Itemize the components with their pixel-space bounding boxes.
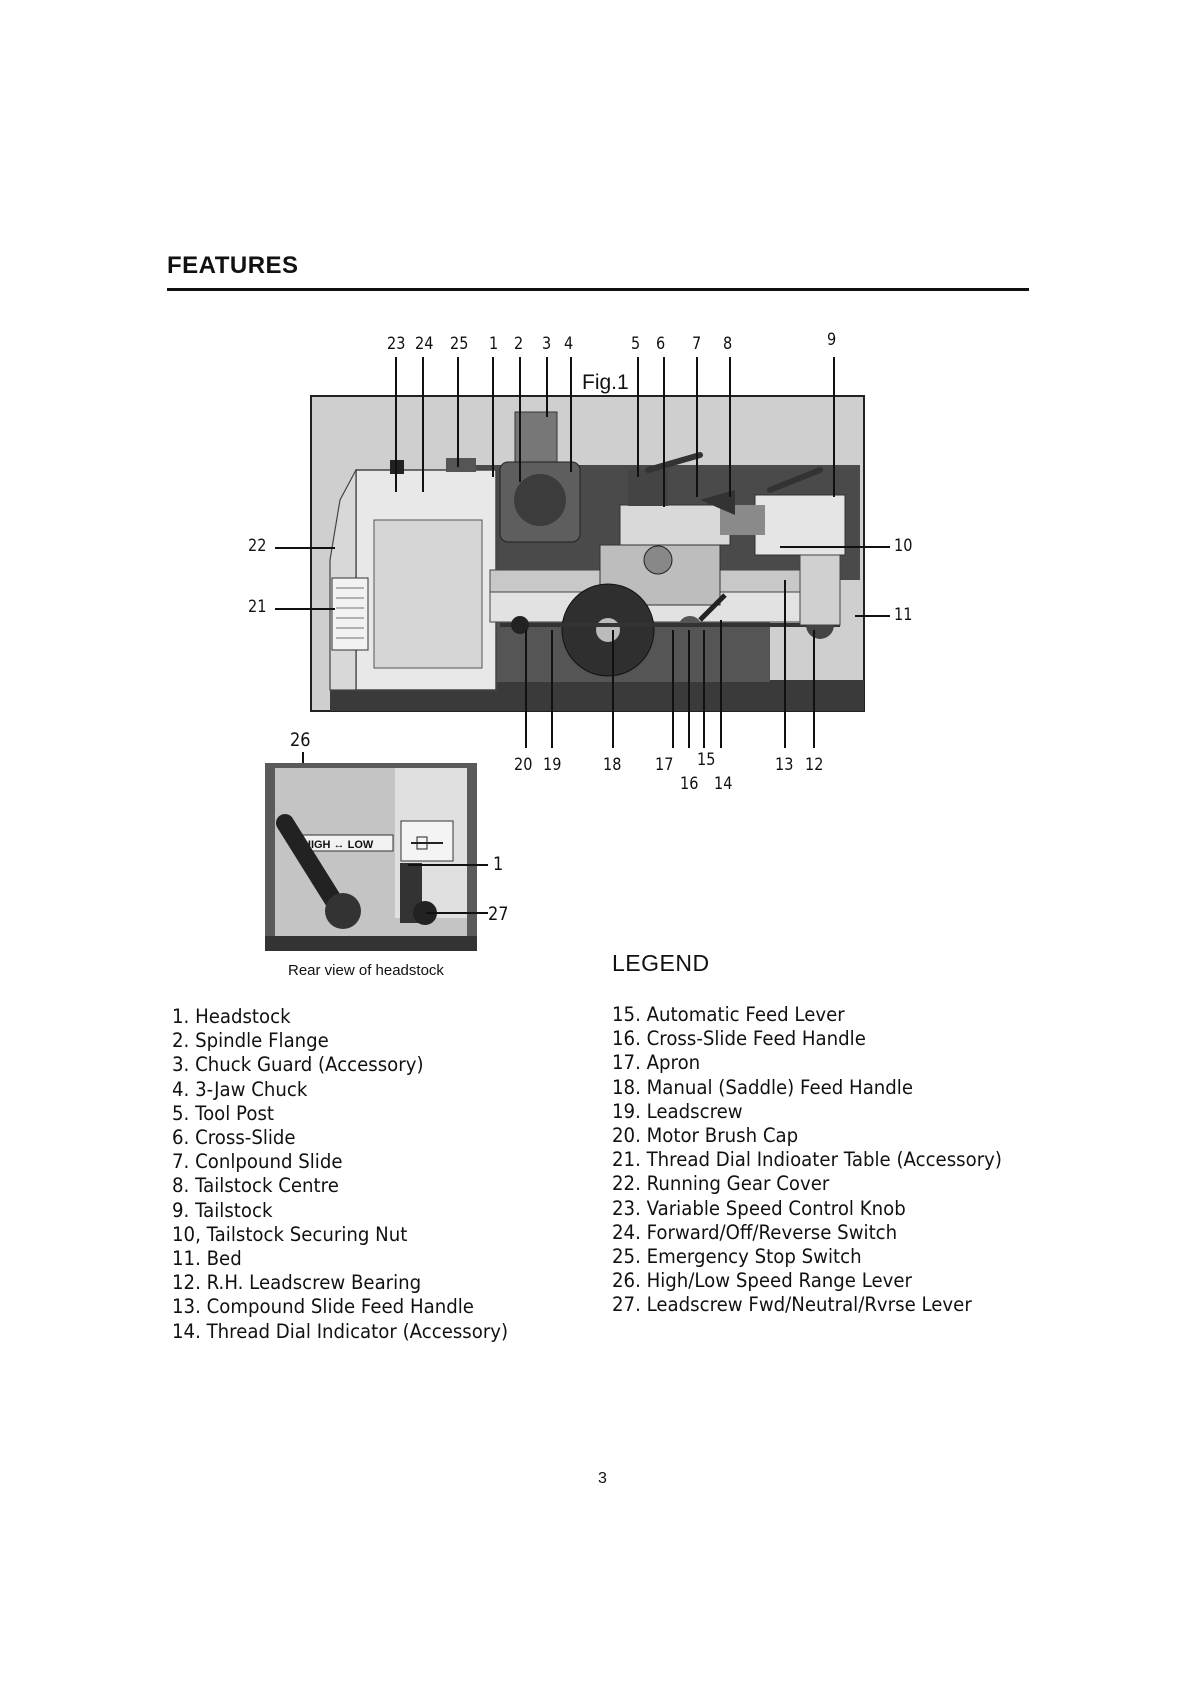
lever-label: HIGH ↔ LOW [303, 839, 374, 851]
inset-callout-26: 26 [290, 729, 311, 751]
leader-9 [833, 357, 835, 497]
leader-21 [275, 608, 335, 610]
list-item: 7. Conlpound Slide [172, 1150, 508, 1174]
leader-12 [813, 630, 815, 748]
callout-23: 23 [387, 334, 405, 354]
leader-11 [855, 615, 890, 617]
leader-16 [688, 630, 690, 748]
list-item: 5. Tool Post [172, 1102, 508, 1126]
callout-18: 18 [603, 755, 621, 775]
callout-10: 10 [894, 536, 912, 556]
legend-title: LEGEND [612, 950, 710, 977]
list-item: 20. Motor Brush Cap [612, 1124, 1002, 1148]
callout-8: 8 [723, 334, 732, 354]
legend-list-left: 1. Headstock 2. Spindle Flange 3. Chuck … [172, 1005, 533, 1344]
leader-13 [784, 580, 786, 748]
leader-25 [457, 357, 459, 467]
list-item: 24. Forward/Off/Reverse Switch [612, 1221, 1002, 1245]
list-item: 9. Tailstock [172, 1199, 508, 1223]
callout-24: 24 [415, 334, 433, 354]
list-item: 23. Variable Speed Control Knob [612, 1197, 1002, 1221]
callout-14: 14 [714, 774, 732, 794]
callout-16: 16 [680, 774, 698, 794]
list-item: 6. Cross-Slide [172, 1126, 508, 1150]
inset-callout-27: 27 [488, 903, 509, 925]
list-item: 13. Compound Slide Feed Handle [172, 1295, 508, 1319]
callout-20: 20 [514, 755, 532, 775]
callout-6: 6 [656, 334, 665, 354]
leader-17 [672, 630, 674, 748]
leader-14 [720, 620, 722, 748]
list-item: 17. Apron [612, 1051, 1002, 1075]
list-item: 4. 3-Jaw Chuck [172, 1078, 508, 1102]
inset-caption: Rear view of headstock [288, 962, 444, 979]
list-item: 16. Cross-Slide Feed Handle [612, 1027, 1002, 1051]
leader-inset-1 [408, 864, 488, 866]
list-item: 21. Thread Dial Indioater Table (Accesso… [612, 1148, 1002, 1172]
leader-10 [780, 546, 890, 548]
list-item: 25. Emergency Stop Switch [612, 1245, 1002, 1269]
leader-4 [570, 357, 572, 472]
callout-17: 17 [655, 755, 673, 775]
list-item: 2. Spindle Flange [172, 1029, 508, 1053]
leader-20 [525, 630, 527, 748]
page-number: 3 [598, 1470, 607, 1488]
callout-1: 1 [489, 334, 498, 354]
leader-inset-27 [426, 912, 488, 914]
list-item: 27. Leadscrew Fwd/Neutral/Rvrse Lever [612, 1293, 1002, 1317]
leader-18 [612, 630, 614, 748]
leader-7 [696, 357, 698, 497]
leader-3 [546, 357, 548, 417]
callout-12: 12 [805, 755, 823, 775]
list-item: 26. High/Low Speed Range Lever [612, 1269, 1002, 1293]
callout-5: 5 [631, 334, 640, 354]
leader-1 [492, 357, 494, 477]
figure-label: Fig.1 [582, 371, 629, 395]
leader-24 [422, 357, 424, 492]
leader-19 [551, 630, 553, 748]
callout-3: 3 [542, 334, 551, 354]
leader-8 [729, 357, 731, 497]
callout-7: 7 [692, 334, 701, 354]
callout-21: 21 [248, 597, 266, 617]
callout-11: 11 [894, 605, 912, 625]
leader-22 [275, 547, 335, 549]
leader-5 [637, 357, 639, 477]
legend-list-right: 15. Automatic Feed Lever 16. Cross-Slide… [612, 1003, 1031, 1318]
rear-view-photo: HIGH ↔ LOW [265, 763, 477, 951]
leader-23 [395, 357, 397, 492]
callout-4: 4 [564, 334, 573, 354]
list-item: 3. Chuck Guard (Accessory) [172, 1053, 508, 1077]
list-item: 14. Thread Dial Indicator (Accessory) [172, 1320, 508, 1344]
list-item: 8. Tailstock Centre [172, 1174, 508, 1198]
list-item: 19. Leadscrew [612, 1100, 1002, 1124]
list-item: 18. Manual (Saddle) Feed Handle [612, 1076, 1002, 1100]
callout-25: 25 [450, 334, 468, 354]
list-item: 11. Bed [172, 1247, 508, 1271]
callout-2: 2 [514, 334, 523, 354]
list-item: 10, Tailstock Securing Nut [172, 1223, 508, 1247]
callout-22: 22 [248, 536, 266, 556]
callout-13: 13 [775, 755, 793, 775]
callout-9: 9 [827, 330, 836, 350]
callout-15: 15 [697, 750, 715, 770]
leader-6 [663, 357, 665, 507]
list-item: 12. R.H. Leadscrew Bearing [172, 1271, 508, 1295]
list-item: 15. Automatic Feed Lever [612, 1003, 1002, 1027]
list-item: 1. Headstock [172, 1005, 508, 1029]
leader-2 [519, 357, 521, 482]
callout-19: 19 [543, 755, 561, 775]
inset-callout-1: 1 [493, 853, 503, 875]
leader-15 [703, 630, 705, 748]
list-item: 22. Running Gear Cover [612, 1172, 1002, 1196]
